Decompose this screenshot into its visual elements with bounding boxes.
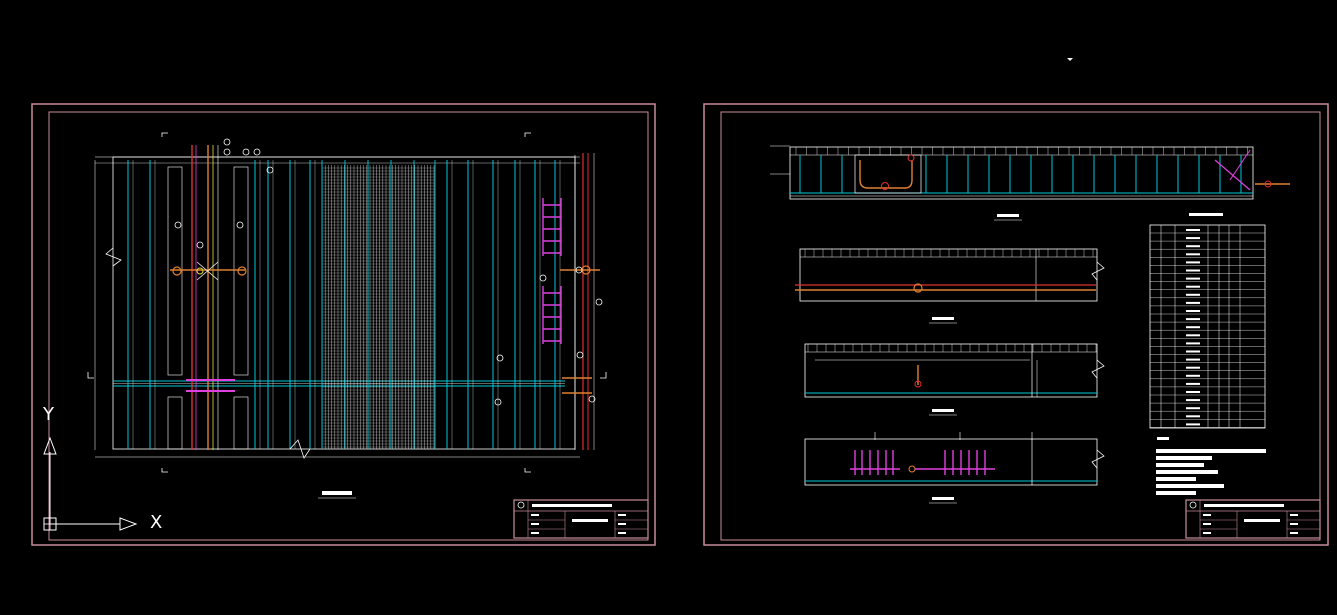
- section-4: [804, 432, 1105, 504]
- right-ladder-top: [542, 198, 562, 256]
- section-3: [804, 343, 1105, 416]
- right-ladder-bottom: [542, 286, 562, 344]
- ucs-y-label: Y: [43, 404, 54, 425]
- plan-sheet-outer-frame: [31, 103, 656, 546]
- plan-sheet: [31, 103, 656, 546]
- section-sheet-outer-frame: [703, 103, 1329, 546]
- section-2: [795, 248, 1105, 324]
- plan-view: [87, 132, 607, 499]
- plan-sheet-inner-frame: [48, 111, 649, 541]
- title-block: [513, 499, 649, 539]
- long-section-1: [770, 145, 1290, 221]
- section-sheet-inner-frame: [720, 111, 1321, 541]
- crosshair-cursor-icon: [1067, 58, 1073, 61]
- section-4-ladder-left: [850, 450, 900, 475]
- filter-hatch-field: [321, 160, 436, 449]
- plan-view-caption: [322, 491, 352, 495]
- section-sheet: [703, 103, 1329, 546]
- notes-block: [1156, 437, 1266, 495]
- ucs-x-label: X: [150, 512, 163, 533]
- title-block: [1185, 499, 1321, 539]
- plan-callout-bubbles: [174, 138, 603, 406]
- material-table: [1149, 213, 1266, 429]
- section-4-ladder-right: [915, 450, 995, 475]
- plan-rib-lines: [127, 160, 561, 449]
- ucs-axis-icon: [43, 436, 138, 531]
